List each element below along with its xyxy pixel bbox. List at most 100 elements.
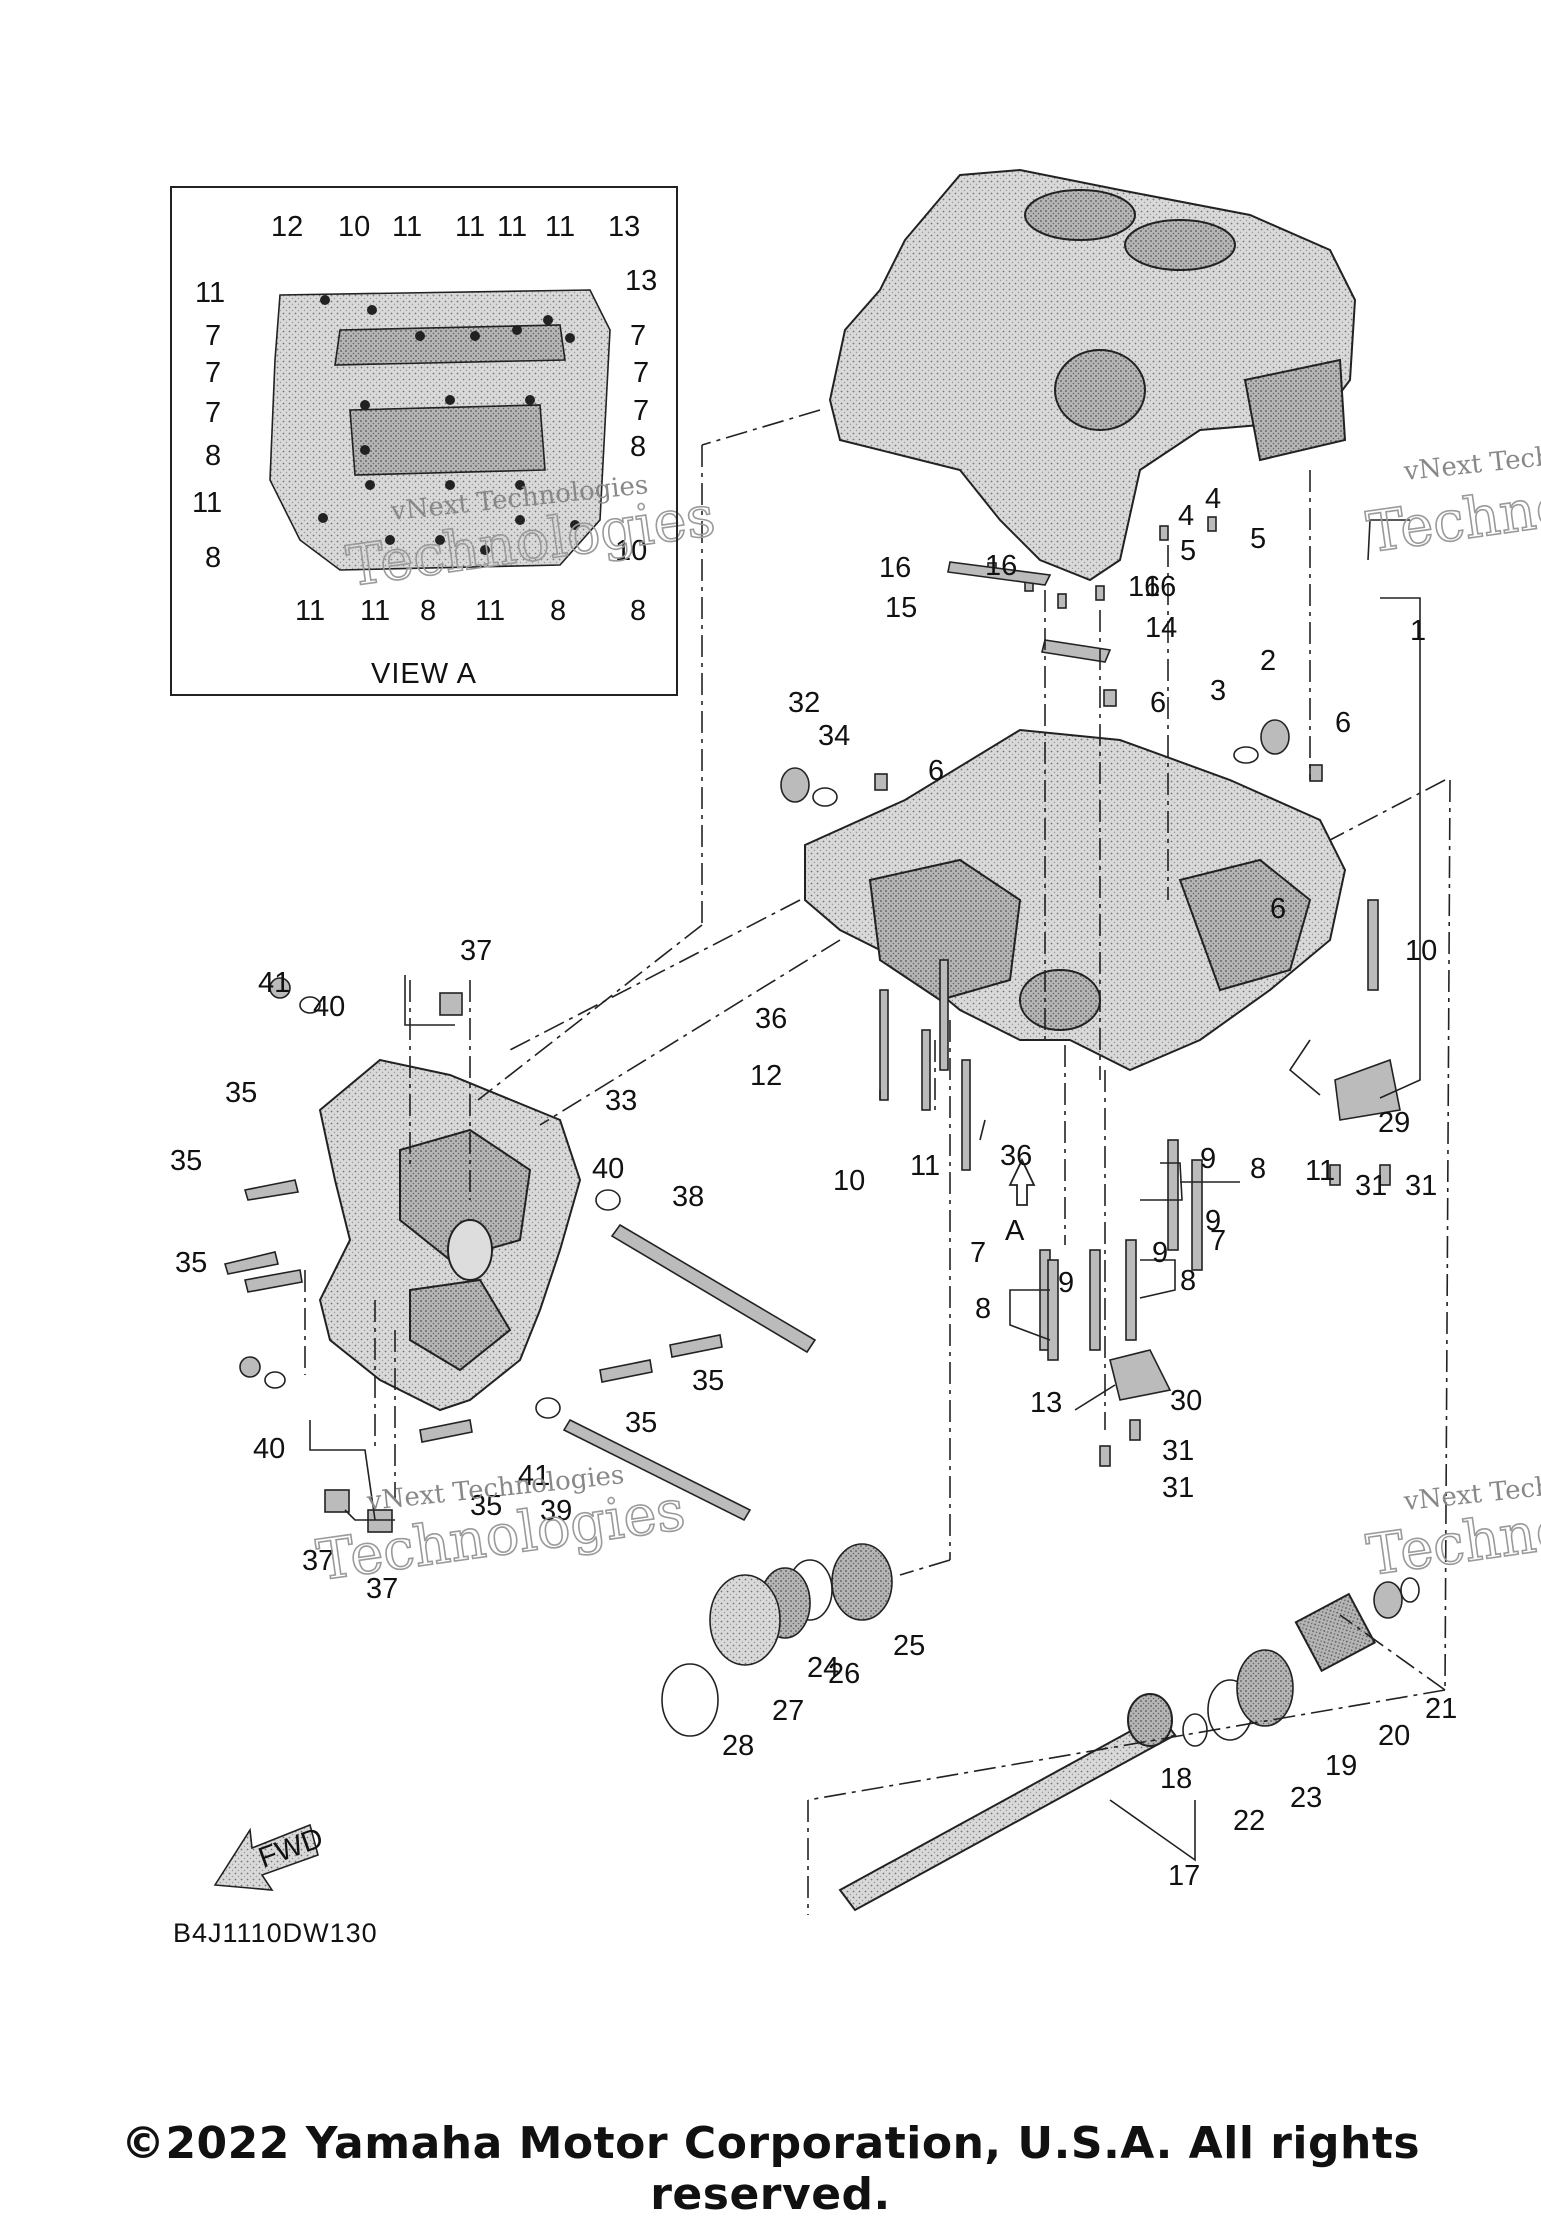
callout-number: 16 xyxy=(1144,571,1176,603)
callout-number: 33 xyxy=(605,1085,637,1117)
callout-number: 11 xyxy=(910,1150,940,1182)
callout-number: 14 xyxy=(1145,612,1177,644)
callout-number: 8 xyxy=(975,1293,991,1325)
callout-number: 39 xyxy=(540,1495,572,1527)
callout-number: 22 xyxy=(1233,1805,1265,1837)
view-a-callout-number: 7 xyxy=(205,320,221,352)
callout-number: 21 xyxy=(1425,1693,1457,1725)
callout-number: 6 xyxy=(1150,687,1166,719)
callout-number: 35 xyxy=(692,1365,724,1397)
view-a-callout-number: 11 xyxy=(455,211,485,243)
callout-number: 10 xyxy=(1405,935,1437,967)
drive-shaft xyxy=(838,1592,1376,1912)
callout-number: 30 xyxy=(1170,1385,1202,1417)
assembly-leaders xyxy=(304,409,1451,1915)
bearing-carrier xyxy=(318,1058,582,1412)
view-a-callout-number: 7 xyxy=(205,397,221,429)
callout-number: 31 xyxy=(1162,1472,1194,1504)
view-a-callout-number: 8 xyxy=(550,595,566,627)
callout-number: 35 xyxy=(225,1077,257,1109)
callout-number: 9 xyxy=(1058,1267,1074,1299)
callout-number: 36 xyxy=(1000,1140,1032,1172)
callout-number: 25 xyxy=(893,1630,925,1662)
view-a-callout-number: 11 xyxy=(475,595,505,627)
callout-number: 9 xyxy=(1205,1205,1221,1237)
view-a-callout-number: 11 xyxy=(192,487,222,519)
view-a-callout-number: 8 xyxy=(630,431,646,463)
callout-number: 12 xyxy=(750,1060,782,1092)
callout-number: 35 xyxy=(470,1490,502,1522)
callout-number: 31 xyxy=(1355,1170,1387,1202)
callout-number: 10 xyxy=(833,1165,865,1197)
view-a-callout-number: 11 xyxy=(360,595,390,627)
callout-number: 23 xyxy=(1290,1782,1322,1814)
callout-number: 38 xyxy=(672,1181,704,1213)
callout-number: 16 xyxy=(985,550,1017,582)
view-a-callout-number: 8 xyxy=(420,595,436,627)
callout-number: 16 xyxy=(879,552,911,584)
callout-number: 37 xyxy=(366,1573,398,1605)
callout-number: 6 xyxy=(928,755,944,787)
callout-number: 7 xyxy=(1210,1225,1226,1257)
view-a-callout-number: 11 xyxy=(295,595,325,627)
view-a-callout-number: 11 xyxy=(497,211,527,243)
view-a-callout-number: 11 xyxy=(545,211,575,243)
view-a-label: VIEW A xyxy=(371,658,477,690)
view-a-callout-number: 12 xyxy=(271,211,303,243)
view-a-callout-number: 13 xyxy=(608,211,640,243)
callout-number: 27 xyxy=(772,1695,804,1727)
callout-number: 34 xyxy=(818,720,850,752)
callout-number: 9 xyxy=(1200,1143,1216,1175)
view-a-callout-number: 10 xyxy=(615,535,647,567)
view-a-arrow-label: A xyxy=(1005,1215,1025,1247)
callout-number: 9 xyxy=(1152,1237,1168,1269)
callout-number: 35 xyxy=(175,1247,207,1279)
callout-number: 26 xyxy=(828,1658,860,1690)
callout-number: 35 xyxy=(170,1145,202,1177)
fwd-label: FWD xyxy=(254,1822,327,1875)
diagram-code: B4J1110DW130 xyxy=(173,1918,378,1948)
view-a-callout-number: 11 xyxy=(392,211,422,243)
fwd-arrow: FWD xyxy=(213,1822,327,1891)
callout-number: 1 xyxy=(1410,615,1426,647)
callout-number: 37 xyxy=(460,935,492,967)
callout-number: 6 xyxy=(1270,893,1286,925)
callout-number: 8 xyxy=(1180,1265,1196,1297)
view-a-callout-number: 7 xyxy=(205,357,221,389)
callout-number: 40 xyxy=(313,991,345,1023)
callout-number: 18 xyxy=(1160,1763,1192,1795)
callout-number: 36 xyxy=(755,1003,787,1035)
copyright-notice: ©2022 Yamaha Motor Corporation, U.S.A. A… xyxy=(120,2118,1421,2220)
callout-number: 5 xyxy=(1250,523,1266,555)
callout-number: 16 xyxy=(1128,571,1160,603)
callout-number: 41 xyxy=(518,1460,550,1492)
callout-number: 28 xyxy=(722,1730,754,1762)
callout-number: 32 xyxy=(788,687,820,719)
view-a-inset-sketch xyxy=(269,289,611,571)
callout-number: 6 xyxy=(1335,707,1351,739)
callout-number: 41 xyxy=(258,967,290,999)
callout-number: 20 xyxy=(1378,1720,1410,1752)
view-a-callout-number: 7 xyxy=(630,320,646,352)
callout-number: 19 xyxy=(1325,1750,1357,1782)
callout-number: 37 xyxy=(302,1545,334,1577)
callout-number: 31 xyxy=(1405,1170,1437,1202)
callout-number: 3 xyxy=(1210,675,1226,707)
view-a-callout-number: 11 xyxy=(195,277,225,309)
callout-number: 11 xyxy=(1305,1155,1335,1187)
view-a-callout-number: 13 xyxy=(625,265,657,297)
callout-number: 4 xyxy=(1205,483,1221,515)
callout-number: 17 xyxy=(1168,1860,1200,1892)
callout-number: 24 xyxy=(807,1652,839,1684)
callout-number: 5 xyxy=(1180,535,1196,567)
callout-number: 35 xyxy=(625,1407,657,1439)
callout-number: 2 xyxy=(1260,645,1276,677)
view-a-callout-number: 8 xyxy=(205,542,221,574)
callout-number: 40 xyxy=(253,1433,285,1465)
view-a-arrow: A xyxy=(1005,1157,1036,1247)
view-a-callout-number: 7 xyxy=(633,357,649,389)
view-a-callout-number: 8 xyxy=(630,595,646,627)
